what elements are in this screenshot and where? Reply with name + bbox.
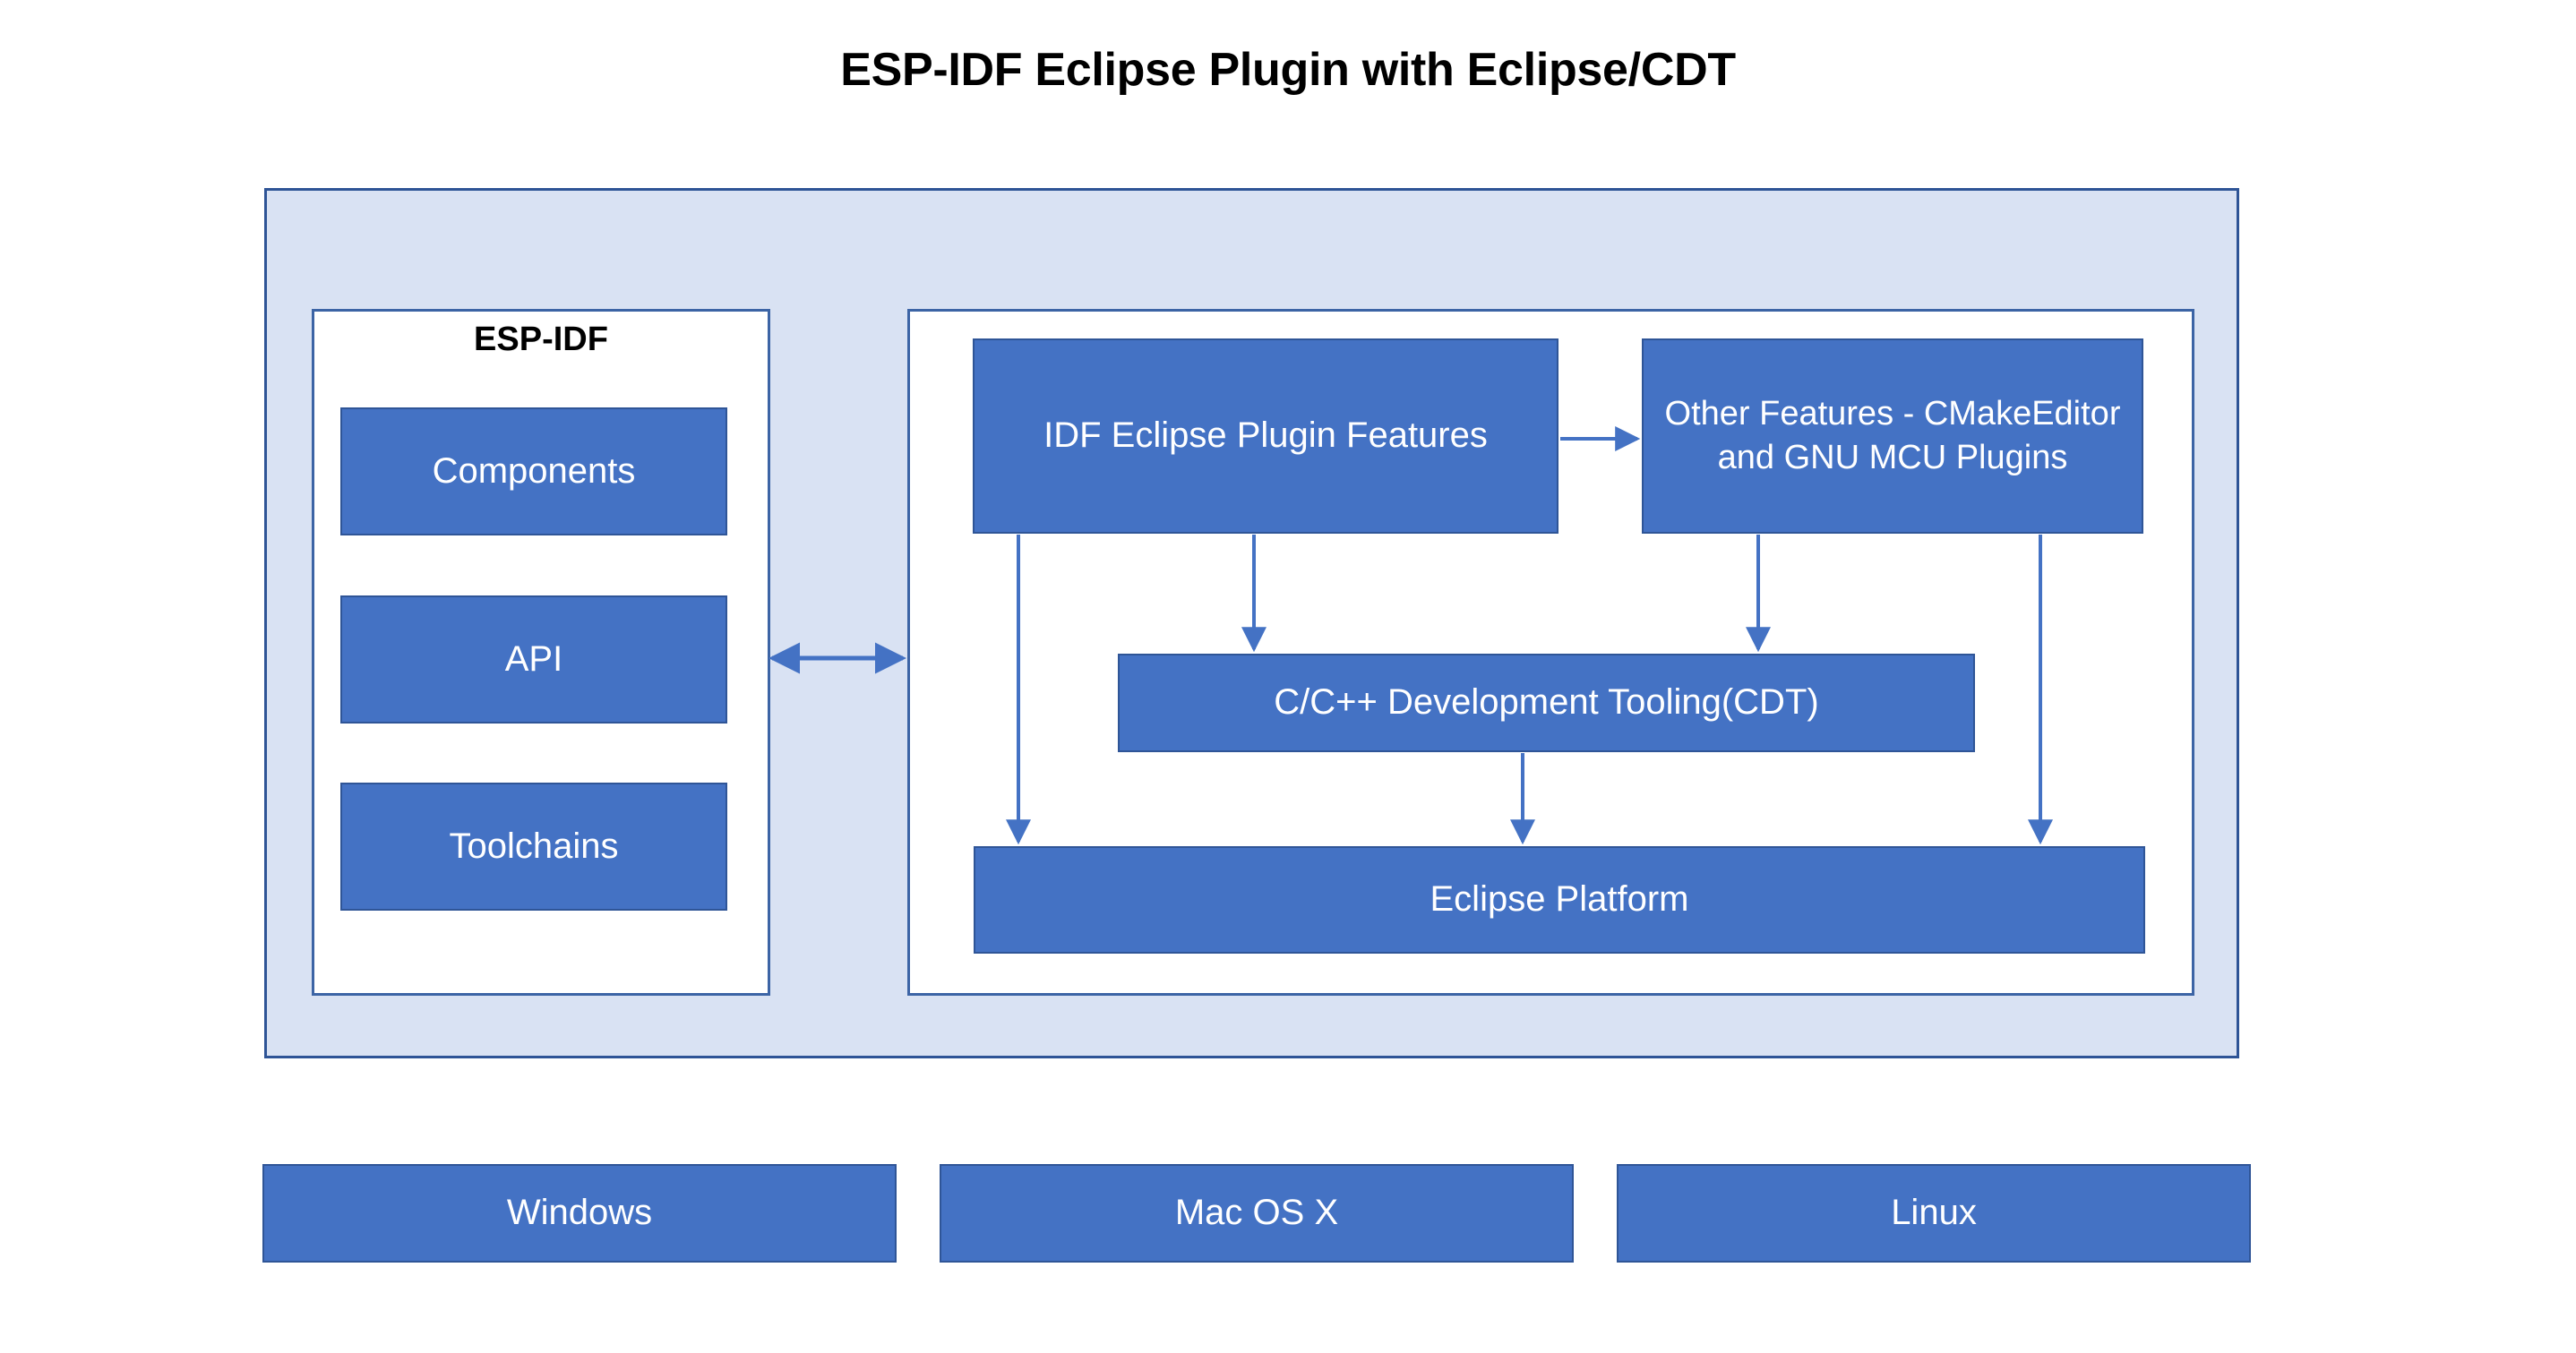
node-eclipse-platform[interactable]: Eclipse Platform: [974, 846, 2145, 954]
node-platform-windows[interactable]: Windows: [262, 1164, 897, 1263]
node-platform-linux[interactable]: Linux: [1617, 1164, 2251, 1263]
node-api[interactable]: API: [340, 595, 727, 724]
node-components[interactable]: Components: [340, 407, 727, 535]
node-toolchains[interactable]: Toolchains: [340, 783, 727, 911]
node-idf-eclipse-plugin-features[interactable]: IDF Eclipse Plugin Features: [973, 338, 1558, 534]
esp-idf-panel-heading: ESP-IDF: [474, 321, 608, 358]
node-cdt[interactable]: C/C++ Development Tooling(CDT): [1118, 654, 1975, 752]
page-title: ESP-IDF Eclipse Plugin with Eclipse/CDT: [840, 44, 1736, 96]
node-other-features[interactable]: Other Features - CMakeEditor and GNU MCU…: [1642, 338, 2143, 534]
node-platform-macosx[interactable]: Mac OS X: [940, 1164, 1574, 1263]
